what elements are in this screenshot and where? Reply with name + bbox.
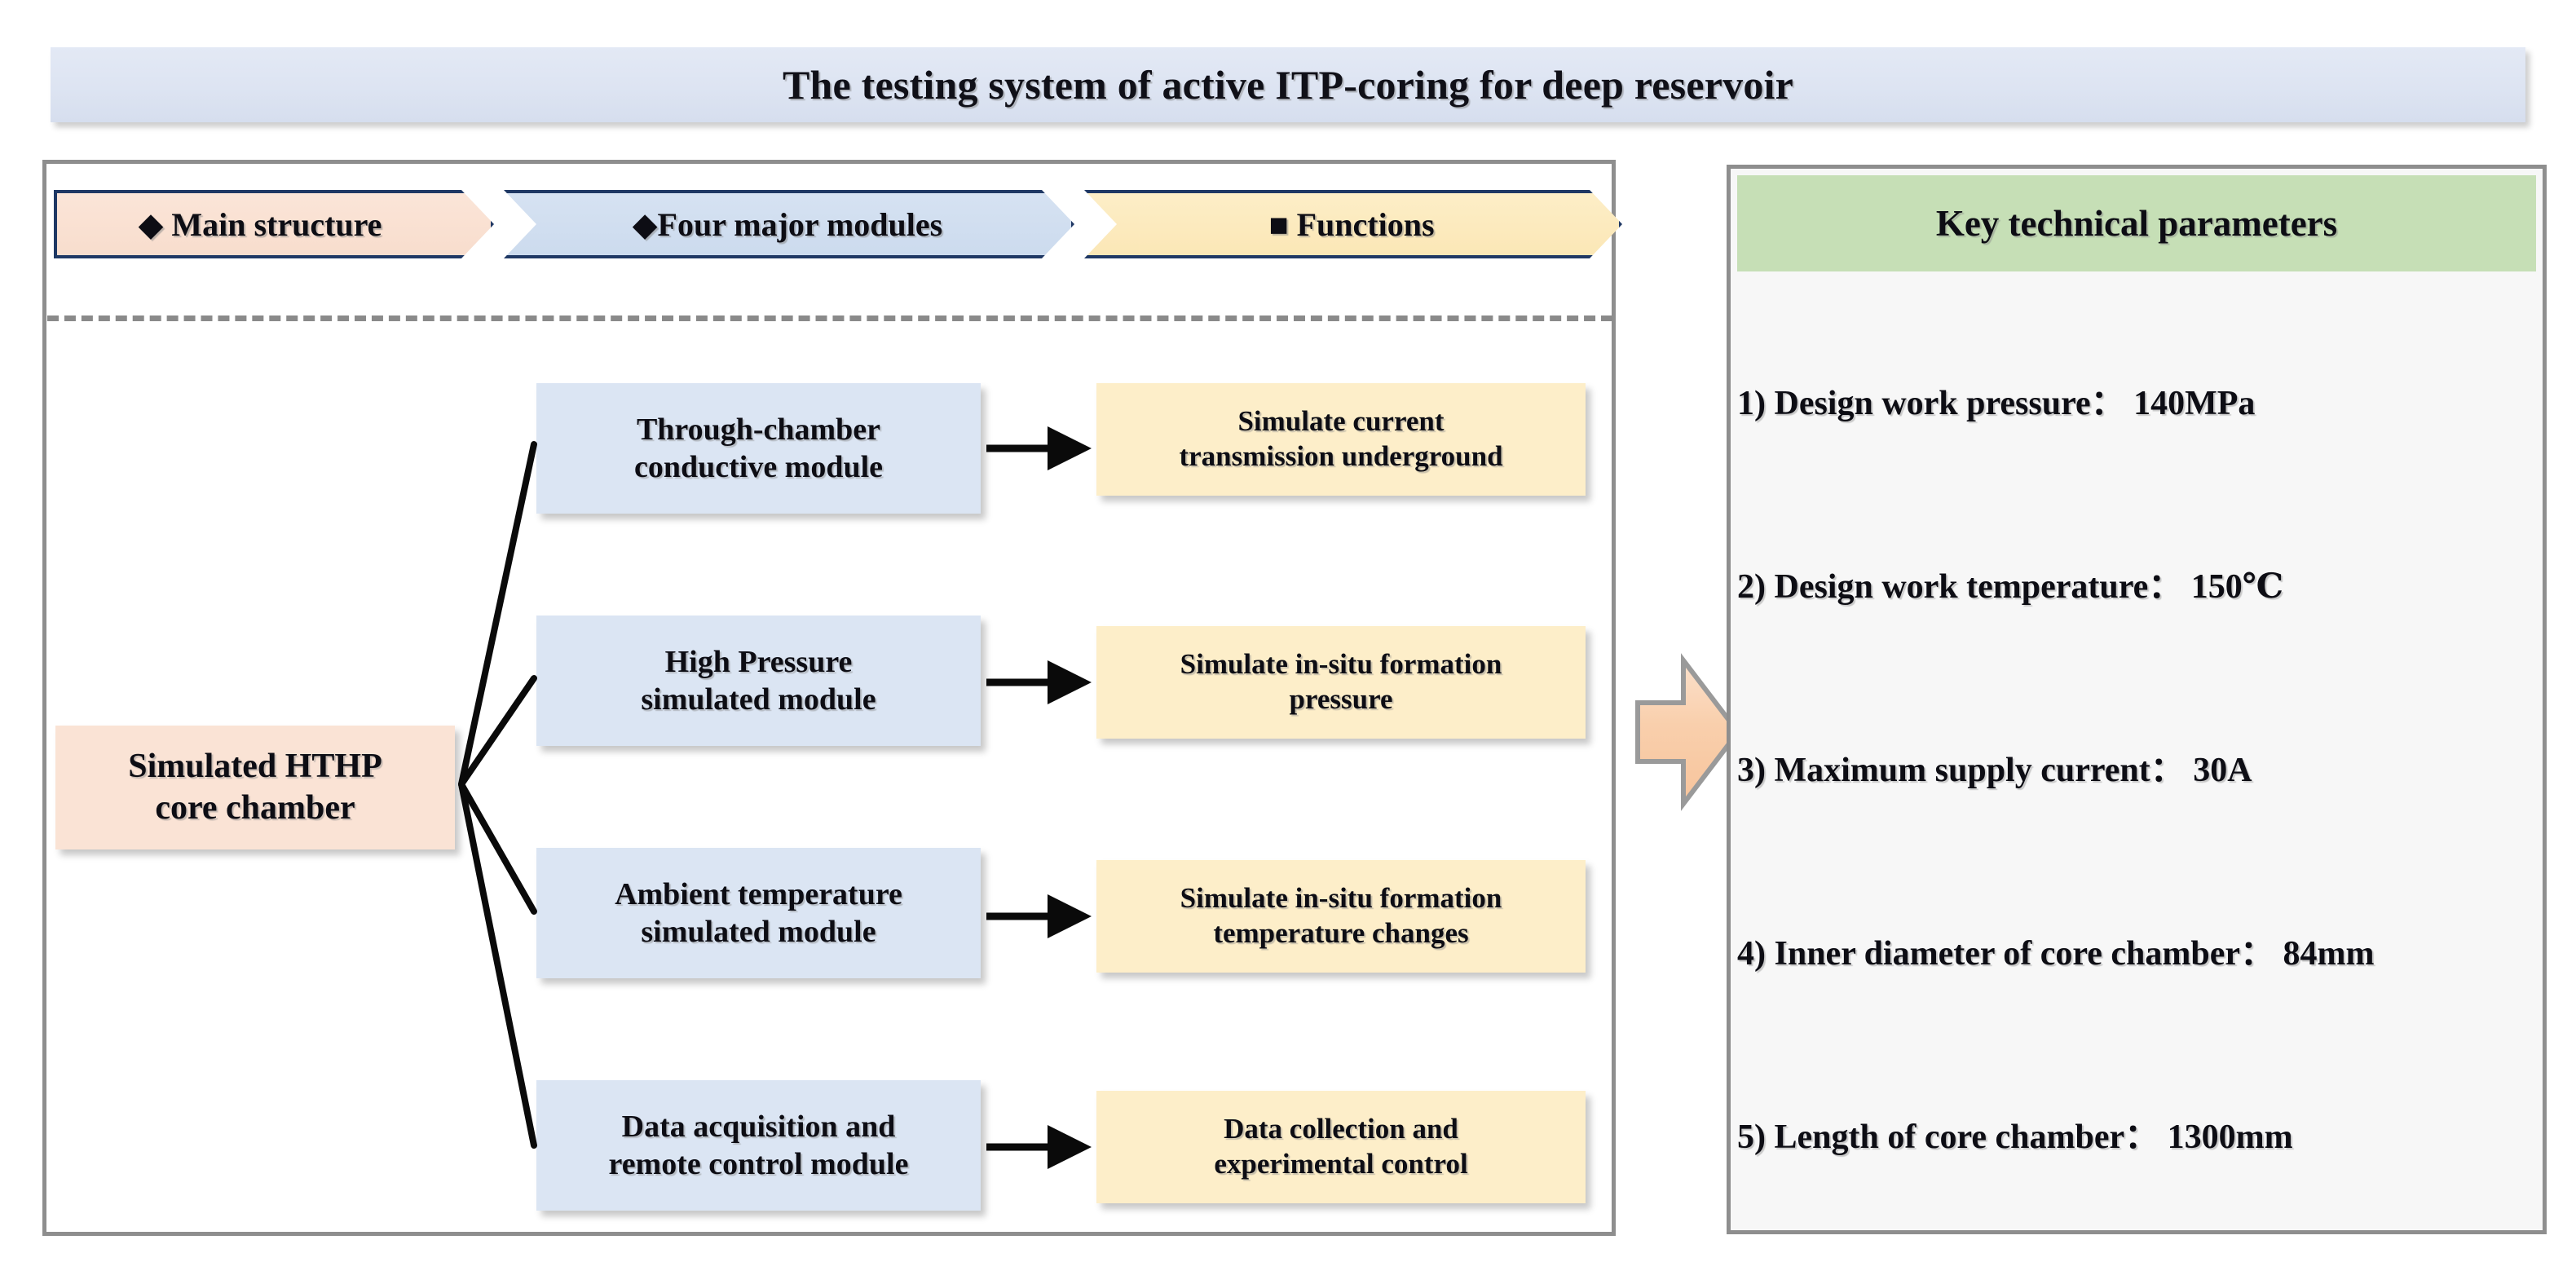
parameter-item: 2) Design work temperature： 150℃ [1737,568,2284,606]
chevron-functions-label: ■ Functions [1268,205,1435,243]
key-technical-parameters-list: 1) Design work pressure： 140MPa 2) Desig… [1737,326,2561,1207]
chevron-main-structure[interactable]: ◆ Main structure [54,190,494,258]
node-high-pressure-simulated-module-label: High Pressure simulated module [641,644,876,717]
node-simulate-formation-pressure[interactable]: Simulate in-situ formation pressure [1096,626,1586,739]
chevron-main-structure-label: ◆ Main structure [138,205,382,243]
page-title-banner: The testing system of active ITP-coring … [51,47,2525,122]
right-panel [1727,165,2547,1234]
key-technical-parameters-header-label: Key technical parameters [1935,203,2338,244]
parameter-item: 1) Design work pressure： 140MPa [1737,385,2256,422]
node-through-chamber-conductive-module-label: Through-chamber conductive module [633,412,884,484]
chevron-four-major-modules[interactable]: ◆Four major modules [504,190,1074,258]
node-high-pressure-simulated-module[interactable]: High Pressure simulated module [536,616,981,746]
node-data-collection-experimental-control-label: Data collection and experimental control [1214,1113,1468,1180]
chevron-breadcrumb: ◆ Main structure ◆Four major modules ■ F… [54,190,1622,258]
node-ambient-temperature-simulated-module-label: Ambient temperature simulated module [615,876,902,949]
node-simulated-hthp-core-chamber-label: Simulated HTHP core chamber [128,747,382,827]
node-ambient-temperature-simulated-module[interactable]: Ambient temperature simulated module [536,848,981,978]
node-data-acquisition-remote-control-module-label: Data acquisition and remote control modu… [608,1109,909,1181]
node-simulate-formation-pressure-label: Simulate in-situ formation pressure [1180,648,1502,715]
page-title: The testing system of active ITP-coring … [782,62,1794,108]
chevron-functions[interactable]: ■ Functions [1084,190,1622,258]
node-simulate-formation-temperature-label: Simulate in-situ formation temperature c… [1180,882,1502,949]
node-data-acquisition-remote-control-module[interactable]: Data acquisition and remote control modu… [536,1080,981,1211]
node-simulate-current-transmission[interactable]: Simulate current transmission undergroun… [1096,383,1586,496]
chevron-four-major-modules-label: ◆Four major modules [632,205,943,243]
node-simulate-current-transmission-label: Simulate current transmission undergroun… [1179,405,1503,472]
parameter-item: 4) Inner diameter of core chamber： 84mm [1737,935,2375,973]
key-technical-parameters-header: Key technical parameters [1737,175,2536,271]
big-right-arrow-icon [1635,653,1741,811]
node-through-chamber-conductive-module[interactable]: Through-chamber conductive module [536,383,981,514]
node-simulated-hthp-core-chamber[interactable]: Simulated HTHP core chamber [55,726,455,849]
node-simulate-formation-temperature[interactable]: Simulate in-situ formation temperature c… [1096,860,1586,973]
parameter-item: 3) Maximum supply current： 30A [1737,752,2252,789]
parameter-item: 5) Length of core chamber： 1300mm [1737,1119,2293,1156]
node-data-collection-experimental-control[interactable]: Data collection and experimental control [1096,1091,1586,1203]
dashed-divider [47,315,1612,321]
